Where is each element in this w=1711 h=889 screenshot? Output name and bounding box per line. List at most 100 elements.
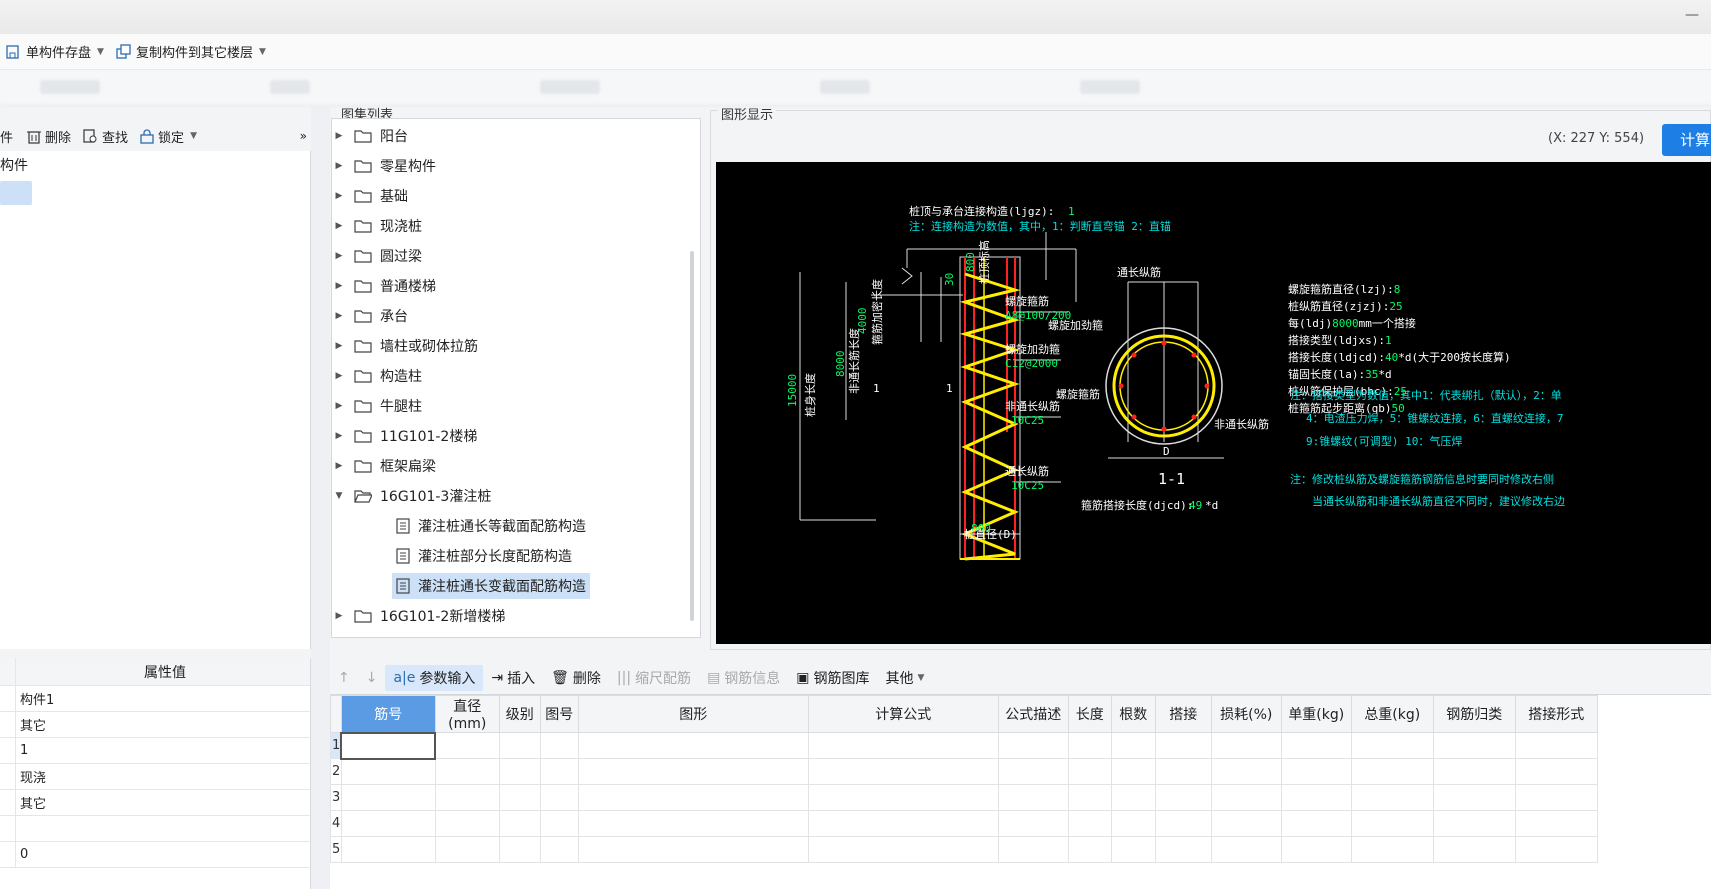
chevron-right-icon[interactable]: ▶ <box>335 221 343 231</box>
tree-folder[interactable]: ▶圆过梁 <box>332 241 700 271</box>
table-cell[interactable] <box>577 732 809 759</box>
table-cell[interactable] <box>340 836 436 863</box>
table-cell[interactable] <box>539 836 579 863</box>
splitter[interactable] <box>311 106 330 889</box>
chevron-right-icon[interactable]: ▶ <box>335 131 343 141</box>
table-cell[interactable] <box>1350 810 1434 837</box>
prop-value[interactable]: 1 <box>20 743 29 758</box>
tree-folder[interactable]: ▶基础 <box>332 181 700 211</box>
column-header[interactable]: 钢筋归类 <box>1432 695 1516 733</box>
table-cell[interactable] <box>340 758 436 785</box>
table-cell[interactable] <box>1432 836 1516 863</box>
chevron-right-icon[interactable]: ▶ <box>335 461 343 471</box>
rebar-library-button[interactable]: ▣钢筋图库 <box>796 670 870 687</box>
lock-button[interactable]: 锁定 ▼ <box>134 123 203 149</box>
table-cell[interactable] <box>498 784 541 811</box>
table-cell[interactable] <box>1280 732 1352 759</box>
table-cell[interactable] <box>1432 732 1516 759</box>
column-header[interactable]: 单重(kg) <box>1280 695 1352 733</box>
chevron-down-icon[interactable]: ▼ <box>190 131 197 141</box>
table-cell[interactable] <box>1067 784 1112 811</box>
table-cell[interactable] <box>1067 836 1112 863</box>
table-cell[interactable] <box>1432 810 1516 837</box>
table-cell[interactable] <box>1154 784 1212 811</box>
table-cell[interactable] <box>434 810 500 837</box>
table-row[interactable]: 5 <box>330 836 1598 863</box>
column-header[interactable]: 图形 <box>577 695 809 733</box>
table-cell[interactable] <box>1067 732 1112 759</box>
table-cell[interactable] <box>1154 810 1212 837</box>
table-cell[interactable] <box>498 810 541 837</box>
scale-rebar-button[interactable]: |||缩尺配筋 <box>616 670 692 687</box>
table-cell[interactable] <box>997 784 1069 811</box>
tree-folder-open[interactable]: ▼16G101-3灌注桩 <box>332 481 700 511</box>
minimize-button[interactable]: — <box>1685 7 1699 23</box>
column-header[interactable]: 计算公式 <box>807 695 999 733</box>
table-cell[interactable] <box>1280 810 1352 837</box>
table-cell[interactable] <box>1110 836 1156 863</box>
copy-to-floor-button[interactable]: 复制构件到其它楼层 ▼ <box>110 39 272 65</box>
column-header[interactable]: 总重(kg) <box>1350 695 1434 733</box>
table-cell[interactable] <box>807 732 999 759</box>
table-cell[interactable] <box>1514 836 1598 863</box>
table-cell[interactable] <box>997 732 1069 759</box>
table-cell[interactable] <box>1432 758 1516 785</box>
table-cell[interactable] <box>498 758 541 785</box>
column-header[interactable]: 损耗(%) <box>1210 695 1282 733</box>
tree-folder[interactable]: ▶承台 <box>332 301 700 331</box>
save-single-component-button[interactable]: 单构件存盘 ▼ <box>0 39 110 65</box>
table-cell[interactable] <box>1067 758 1112 785</box>
column-header[interactable]: 图号 <box>539 695 579 733</box>
find-button[interactable]: 查找 <box>77 123 134 149</box>
chevron-right-icon[interactable]: ▶ <box>335 251 343 261</box>
prop-value[interactable]: 构件1 <box>20 693 55 708</box>
table-cell[interactable] <box>498 836 541 863</box>
table-cell[interactable] <box>434 784 500 811</box>
table-cell[interactable] <box>539 784 579 811</box>
table-cell[interactable] <box>807 784 999 811</box>
table-cell[interactable] <box>577 758 809 785</box>
chevron-right-icon[interactable]: ▶ <box>335 401 343 411</box>
chevron-right-icon[interactable]: ▶ <box>335 611 343 621</box>
partial-label[interactable]: 件 <box>0 130 14 146</box>
table-cell[interactable] <box>997 758 1069 785</box>
table-cell[interactable] <box>1210 732 1282 759</box>
chevron-right-icon[interactable]: ▶ <box>335 371 343 381</box>
column-header[interactable]: 搭接 <box>1154 695 1212 733</box>
table-cell[interactable] <box>1210 836 1282 863</box>
table-cell[interactable] <box>1514 732 1598 759</box>
tree-doc[interactable]: 灌注桩通长等截面配筋构造 <box>332 511 700 541</box>
table-cell[interactable] <box>1154 758 1212 785</box>
table-cell[interactable] <box>1514 784 1598 811</box>
tree-folder[interactable]: ▶11G101-2楼梯 <box>332 421 700 451</box>
chevron-right-icon[interactable]: ▶ <box>335 281 343 291</box>
table-cell[interactable] <box>807 810 999 837</box>
table-cell[interactable] <box>1280 836 1352 863</box>
table-cell[interactable] <box>340 810 436 837</box>
chevron-right-icon[interactable]: ▶ <box>335 161 343 171</box>
table-cell[interactable] <box>1514 758 1598 785</box>
table-cell[interactable] <box>1067 810 1112 837</box>
tree-root[interactable]: 构件 <box>0 158 28 174</box>
calculate-button[interactable]: 计算 <box>1662 124 1711 156</box>
table-cell[interactable] <box>807 758 999 785</box>
prop-value[interactable]: 现浇 <box>20 771 47 786</box>
other-menu-button[interactable]: 其他▼ <box>885 671 925 687</box>
table-cell[interactable] <box>997 836 1069 863</box>
table-cell[interactable] <box>1110 758 1156 785</box>
table-cell[interactable] <box>1280 758 1352 785</box>
table-cell[interactable] <box>498 732 541 759</box>
tree-folder[interactable]: ▶牛腿柱 <box>332 391 700 421</box>
column-header[interactable]: 根数 <box>1110 695 1156 733</box>
chevron-down-icon[interactable]: ▼ <box>335 491 343 501</box>
table-cell[interactable] <box>807 836 999 863</box>
table-cell[interactable] <box>1350 758 1434 785</box>
chevron-right-icon[interactable]: ▶ <box>335 431 343 441</box>
table-cell[interactable] <box>997 810 1069 837</box>
tree-folder[interactable]: ▶框架扁梁 <box>332 451 700 481</box>
table-cell[interactable] <box>340 731 437 760</box>
tree-folder[interactable]: ▶现浇桩 <box>332 211 700 241</box>
table-row[interactable]: 3 <box>330 784 1598 811</box>
table-row[interactable]: 1 <box>330 731 1598 760</box>
